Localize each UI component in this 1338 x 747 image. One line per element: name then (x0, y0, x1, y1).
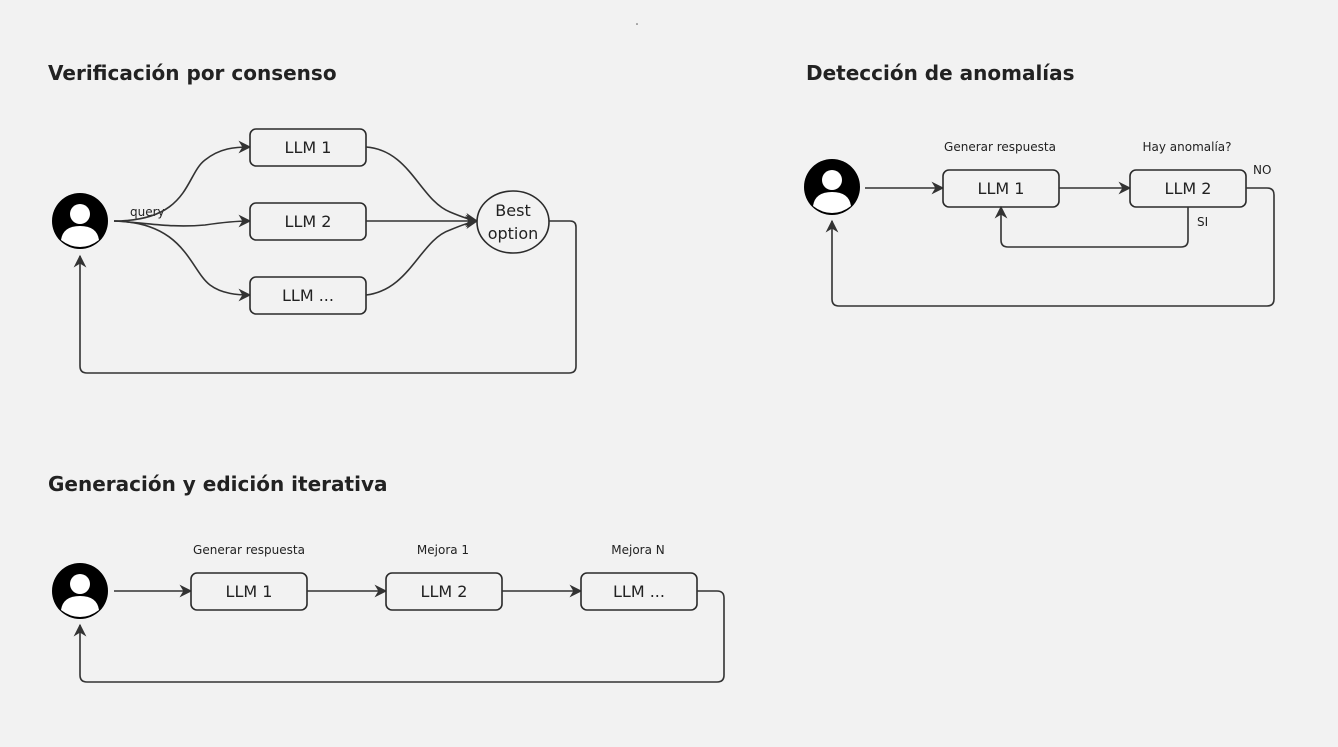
edge-no-return (825, 187, 1275, 307)
edge-user-llm1 (113, 140, 252, 222)
consensus-title: Verificación por consenso (48, 61, 337, 85)
consensus-node-llm3[interactable]: LLM ... (249, 276, 367, 315)
no-label: NO (1253, 163, 1271, 177)
edge-best-return (73, 220, 577, 374)
iterative-section: Generación y edición iterativa Generar r… (48, 472, 725, 683)
query-label: query (130, 205, 165, 219)
consensus-node-llm2[interactable]: LLM 2 (249, 202, 367, 241)
consensus-section: Verificación por consenso query LLM 1 LL… (48, 61, 577, 374)
node-label: LLM ... (613, 582, 665, 601)
step-label-improveN: Mejora N (611, 543, 665, 557)
anomaly-section: Detección de anomalías Generar respuesta… (804, 61, 1275, 307)
step-label-anomaly: Hay anomalía? (1142, 140, 1231, 154)
iterative-node-llm1[interactable]: LLM 1 (190, 572, 308, 611)
edge-llm1-best (365, 146, 479, 226)
user-avatar-icon (52, 193, 108, 249)
node-label: LLM 1 (285, 138, 332, 157)
user-avatar-icon (804, 159, 860, 215)
si-label: SI (1197, 215, 1208, 229)
consensus-node-llm1[interactable]: LLM 1 (249, 128, 367, 167)
node-label: LLM 2 (1165, 179, 1212, 198)
anomaly-title: Detección de anomalías (806, 61, 1075, 85)
best-option-line2: option (488, 224, 539, 243)
edge-return (73, 590, 725, 683)
iterative-node-llm3[interactable]: LLM ... (580, 572, 698, 611)
node-label: LLM 1 (978, 179, 1025, 198)
node-label: LLM 2 (421, 582, 468, 601)
best-option-line1: Best (495, 201, 530, 220)
best-option-node[interactable]: Best option (476, 190, 550, 254)
iterative-node-llm2[interactable]: LLM 2 (385, 572, 503, 611)
edge-si-loop (994, 205, 1189, 248)
edge-llm3-best (365, 216, 479, 296)
anomaly-node-llm1[interactable]: LLM 1 (942, 169, 1060, 208)
node-label: LLM ... (282, 286, 334, 305)
iterative-title: Generación y edición iterativa (48, 472, 387, 496)
edge-user-llm2 (113, 214, 252, 228)
step-label-improve1: Mejora 1 (417, 543, 469, 557)
stray-dot (636, 23, 638, 25)
node-label: LLM 1 (226, 582, 273, 601)
anomaly-node-llm2[interactable]: LLM 2 (1129, 169, 1247, 208)
step-label-generate: Generar respuesta (193, 543, 305, 557)
node-label: LLM 2 (285, 212, 332, 231)
step-label-generate: Generar respuesta (944, 140, 1056, 154)
edge-user-llm3 (113, 220, 252, 302)
user-avatar-icon (52, 563, 108, 619)
